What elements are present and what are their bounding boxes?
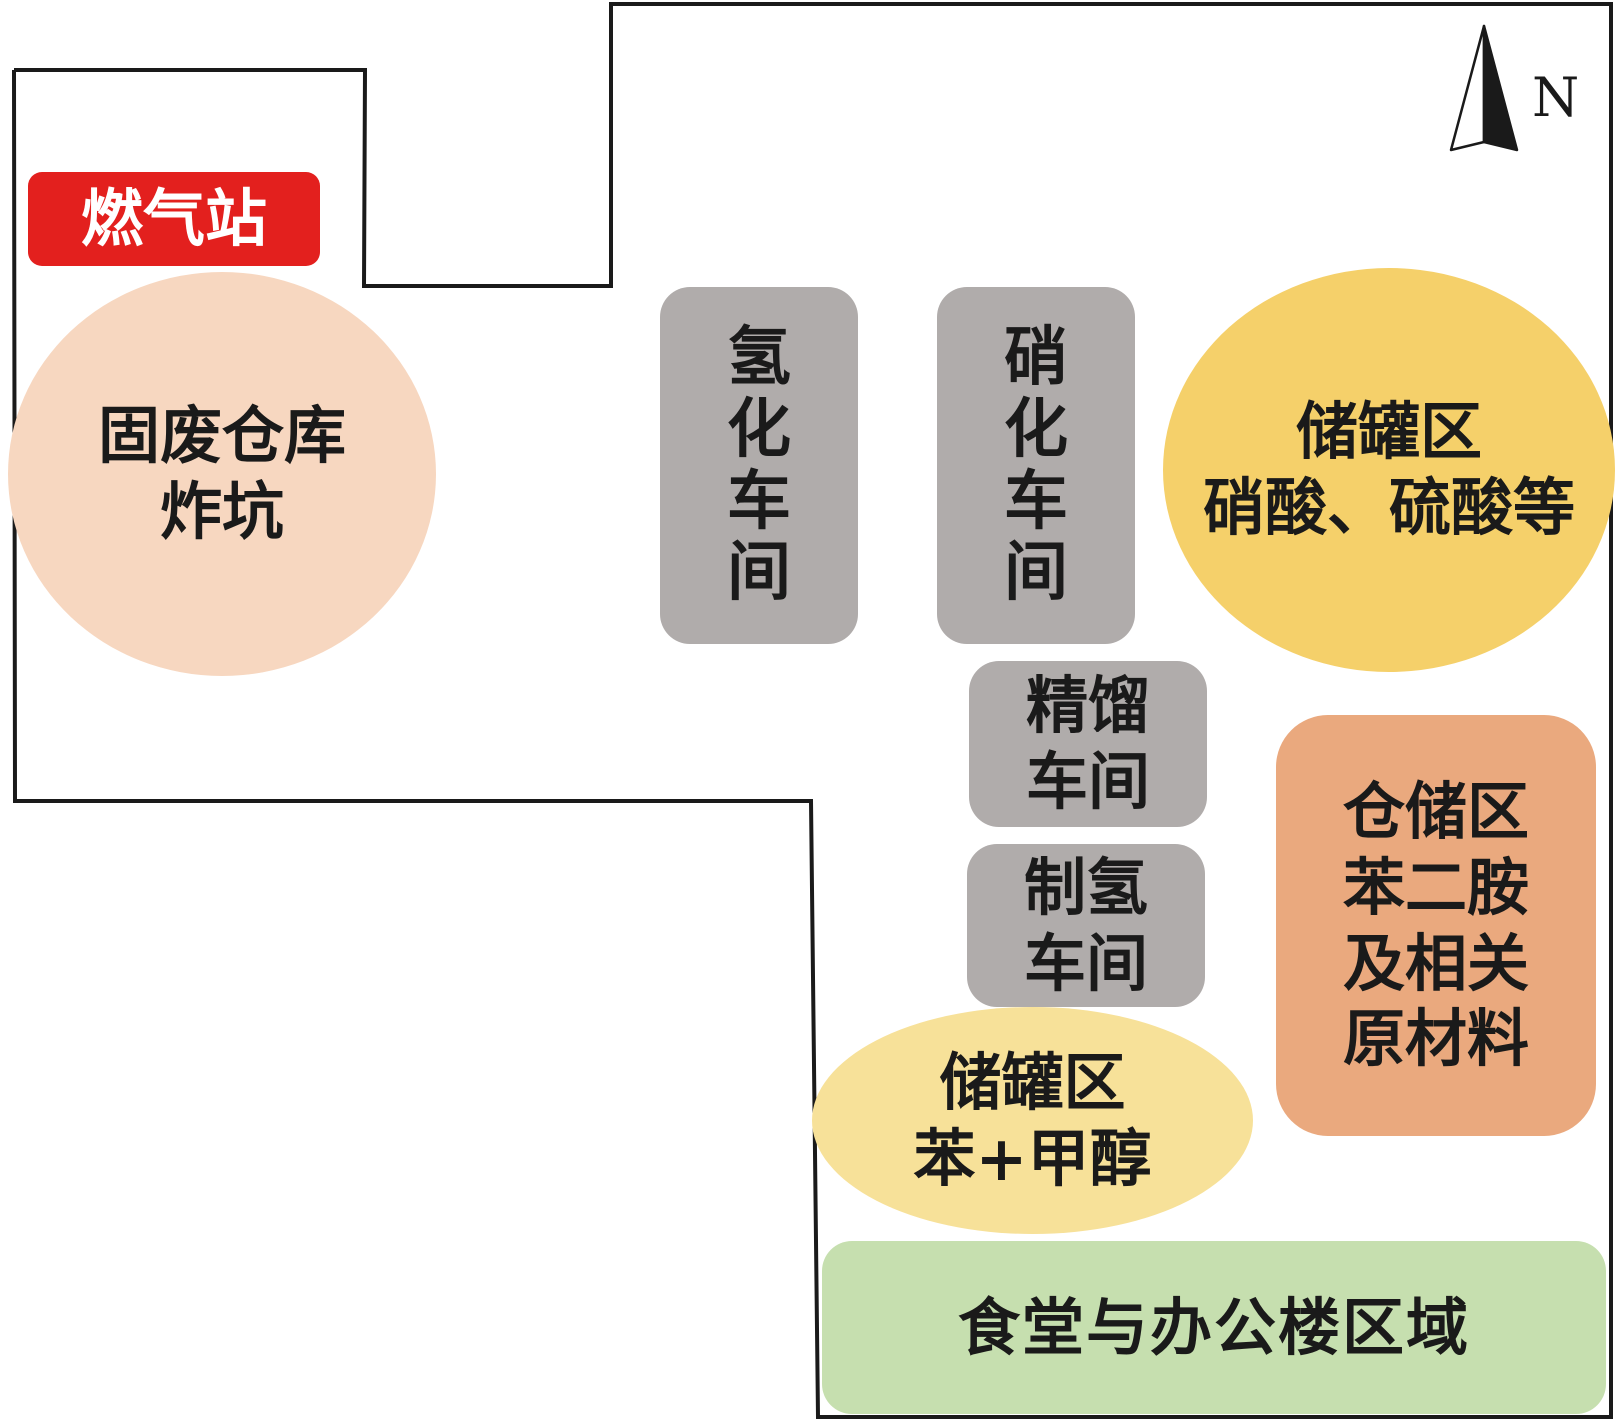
north-arrow-icon	[1449, 24, 1519, 152]
storage-warehouse-zone: 仓储区 苯二胺 及相关 原材料	[1276, 715, 1596, 1136]
nitration-label: 硝 化 车 间	[1004, 320, 1068, 611]
solid-waste-label: 固废仓库 炸坑	[97, 399, 346, 548]
distillation-workshop-zone: 精馏 车间	[969, 661, 1207, 827]
site-boundary-outline	[12, 2, 1613, 1419]
hydrogen-production-label: 制氢 车间	[1023, 850, 1148, 1000]
nitration-workshop-zone: 硝 化 车 间	[937, 287, 1135, 644]
benzene-tank-farm-zone: 储罐区 苯+甲醇	[812, 1007, 1253, 1234]
gas-station-label: 燃气站	[80, 182, 267, 256]
north-label: N	[1532, 66, 1580, 129]
canteen-office-label: 食堂与办公楼区域	[957, 1290, 1470, 1364]
distillation-label: 精馏 车间	[1025, 669, 1150, 818]
hydrogen-production-workshop-zone: 制氢 车间	[967, 844, 1205, 1007]
acid-tank-farm-zone: 储罐区 硝酸、硫酸等	[1163, 268, 1615, 672]
acid-tank-farm-label: 储罐区 硝酸、硫酸等	[1202, 395, 1575, 544]
storage-warehouse-label: 仓储区 苯二胺 及相关 原材料	[1342, 775, 1529, 1076]
hydrogenation-workshop-zone: 氢 化 车 间	[660, 287, 858, 644]
solid-waste-warehouse-zone: 固废仓库 炸坑	[8, 272, 436, 676]
canteen-office-zone: 食堂与办公楼区域	[822, 1241, 1606, 1414]
hydrogenation-label: 氢 化 车 间	[727, 320, 791, 611]
gas-station-zone: 燃气站	[28, 172, 320, 266]
benzene-tank-farm-label: 储罐区 苯+甲醇	[913, 1045, 1152, 1195]
